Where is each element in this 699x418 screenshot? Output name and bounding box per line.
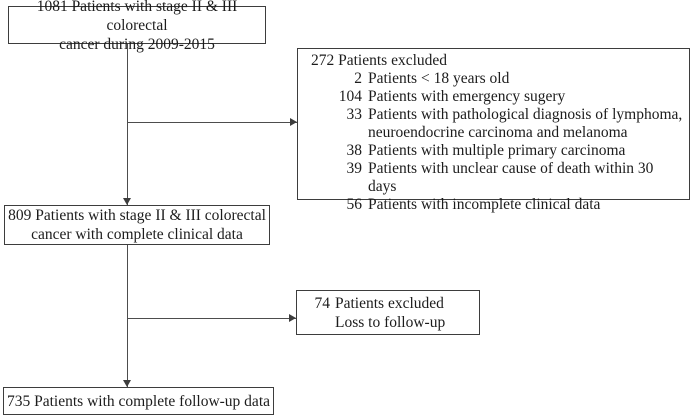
complete-clinical-line2: cancer with complete clinical data [31, 226, 243, 243]
flow-box-excluded-272: 272 Patients excluded 2 Patients < 18 ye… [297, 48, 690, 213]
item-text: Patients < 18 years old [368, 70, 510, 87]
item-text: Patients with incomplete clinical data [368, 196, 601, 213]
excluded-272-item: 104 Patients with emergency sugery [311, 88, 685, 106]
item-count: 104 [338, 88, 362, 105]
excluded-272-item: 33 Patients with pathological diagnosis … [311, 106, 685, 124]
excluded-272-item: 39 Patients with unclear cause of death … [311, 160, 685, 196]
item-text: Patients with emergency sugery [368, 88, 566, 105]
flow-box-excluded-74: 74 Patients excluded Loss to follow-up [296, 290, 480, 335]
arrowhead-right-to-excluded-74-icon [289, 314, 296, 322]
item-count: 56 [346, 196, 363, 213]
item-count: 33 [346, 106, 363, 123]
flow-box-complete-clinical: 809 Patients with stage II & III colorec… [4, 205, 270, 245]
excluded-74-reason-row: Loss to follow-up [314, 313, 475, 332]
excluded-272-header: 272 Patients excluded [311, 52, 448, 69]
flow-box-initial-cohort: 1081 Patients with stage II & III colore… [8, 0, 266, 53]
item-count: 2 [354, 70, 362, 87]
initial-cohort-line1: 1081 Patients with stage II & III colore… [36, 0, 238, 34]
item-count: 74 [314, 295, 331, 312]
item-count [311, 124, 362, 142]
excluded-272-item: 38 Patients with multiple primary carcin… [311, 142, 685, 160]
item-text: Patients excluded [335, 295, 444, 312]
excluded-272-item-continuation: neuroendocrine carcinoma and melanoma [311, 124, 685, 142]
item-count-spacer [314, 313, 330, 332]
complete-clinical-line1: 809 Patients with stage II & III colorec… [8, 207, 266, 224]
excluded-272-item: 2 Patients < 18 years old [311, 70, 685, 88]
item-text: neuroendocrine carcinoma and melanoma [368, 124, 628, 141]
item-count: 39 [346, 160, 363, 177]
item-text: Patients with unclear cause of death wit… [368, 160, 654, 195]
initial-cohort-line2: cancer during 2009-2015 [59, 35, 215, 53]
arrowhead-down-to-followup-box-icon [123, 380, 131, 387]
item-text: Patients with pathological diagnosis of … [368, 106, 683, 123]
connector-branch-excluded-272 [127, 122, 297, 123]
item-text: Patients with multiple primary carcinoma [368, 142, 626, 159]
arrowhead-down-to-clinical-box-icon [123, 198, 131, 205]
excluded-272-item: 56 Patients with incomplete clinical dat… [311, 196, 685, 214]
connector-vertical-bottom [127, 245, 128, 387]
connector-branch-excluded-74 [127, 318, 296, 319]
followup-text: 735 Patients with complete follow-up dat… [6, 392, 270, 410]
connector-vertical-top [127, 44, 128, 205]
item-count: 38 [346, 142, 363, 159]
excluded-74-header-row: 74 Patients excluded [314, 294, 475, 313]
arrowhead-right-to-excluded-272-icon [290, 118, 297, 126]
flow-box-followup: 735 Patients with complete follow-up dat… [3, 387, 274, 415]
item-text: Loss to follow-up [335, 314, 446, 331]
